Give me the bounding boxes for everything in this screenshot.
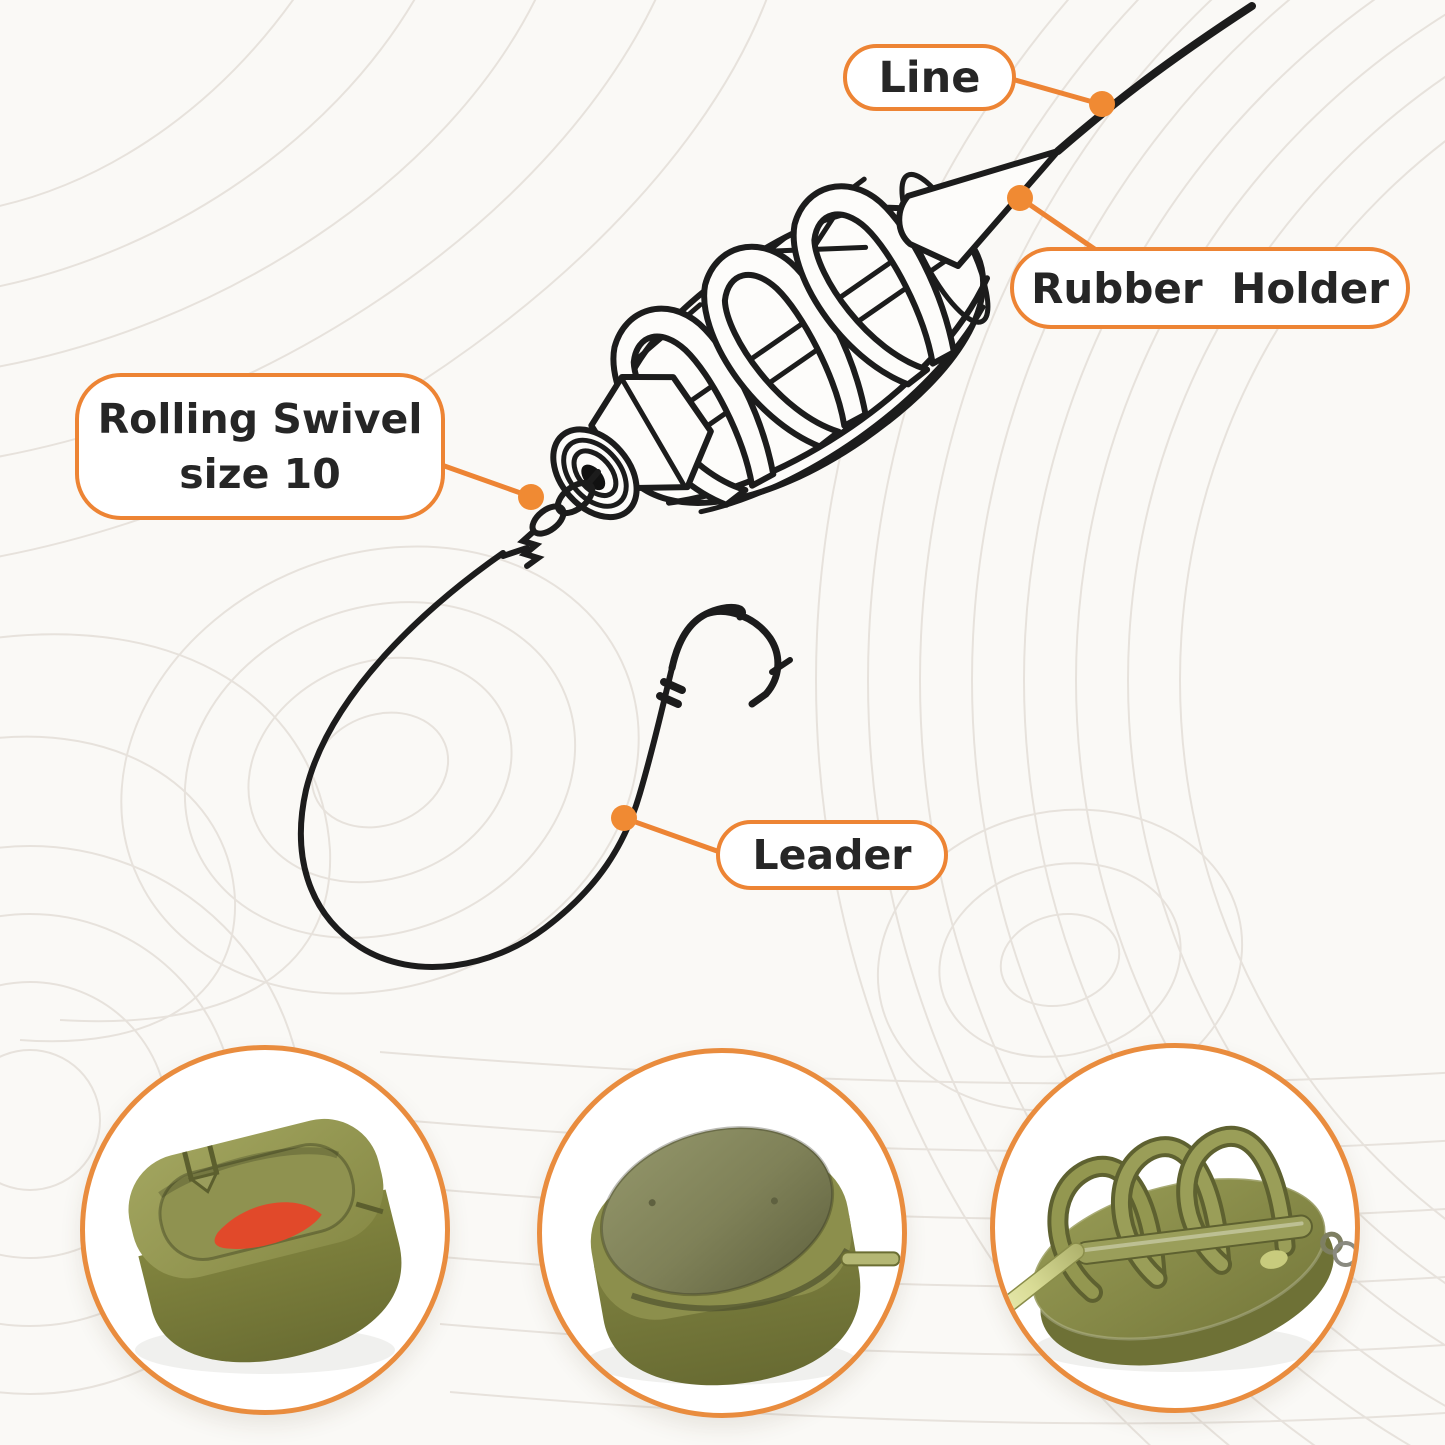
hook [668,603,782,708]
callout-dots [518,91,1115,831]
hook-knot [656,678,686,708]
product-photo-method-feeder [990,1043,1360,1413]
leader-dot [611,805,637,831]
leader-and-hook [297,550,793,970]
loaded-mould-illustration [587,1126,901,1386]
hook-barb [769,657,793,675]
leader-line [297,550,675,970]
rolling-swivel [500,469,601,569]
callout-rolling-swivel: Rolling Swivel size 10 [75,373,445,520]
callout-rubber-holder-label: Rubber Holder [1031,263,1389,313]
method-feeder-illustration [1001,1125,1355,1372]
feeder-mould-illustration [128,1118,402,1374]
callout-leader: Leader [716,820,948,890]
product-photo-mould-loaded [537,1048,907,1418]
callout-rolling-swivel-line1: Rolling Swivel [97,395,423,444]
fishing-line [1054,2,1256,155]
callout-line: Line [843,44,1016,111]
rubber-holder-dot [1007,185,1033,211]
callout-connectors [433,75,1103,854]
callout-leader-label: Leader [752,831,912,879]
product-photo-mould [80,1045,450,1415]
method-feeder-cage [550,171,991,521]
line-dot [1089,91,1115,117]
callout-line-label: Line [878,52,981,103]
callout-rubber-holder: Rubber Holder [1010,247,1410,329]
callout-rolling-swivel-line2: size 10 [179,449,341,498]
rolling-swivel-dot [518,484,544,510]
rubber-holder-cone [896,148,1061,269]
